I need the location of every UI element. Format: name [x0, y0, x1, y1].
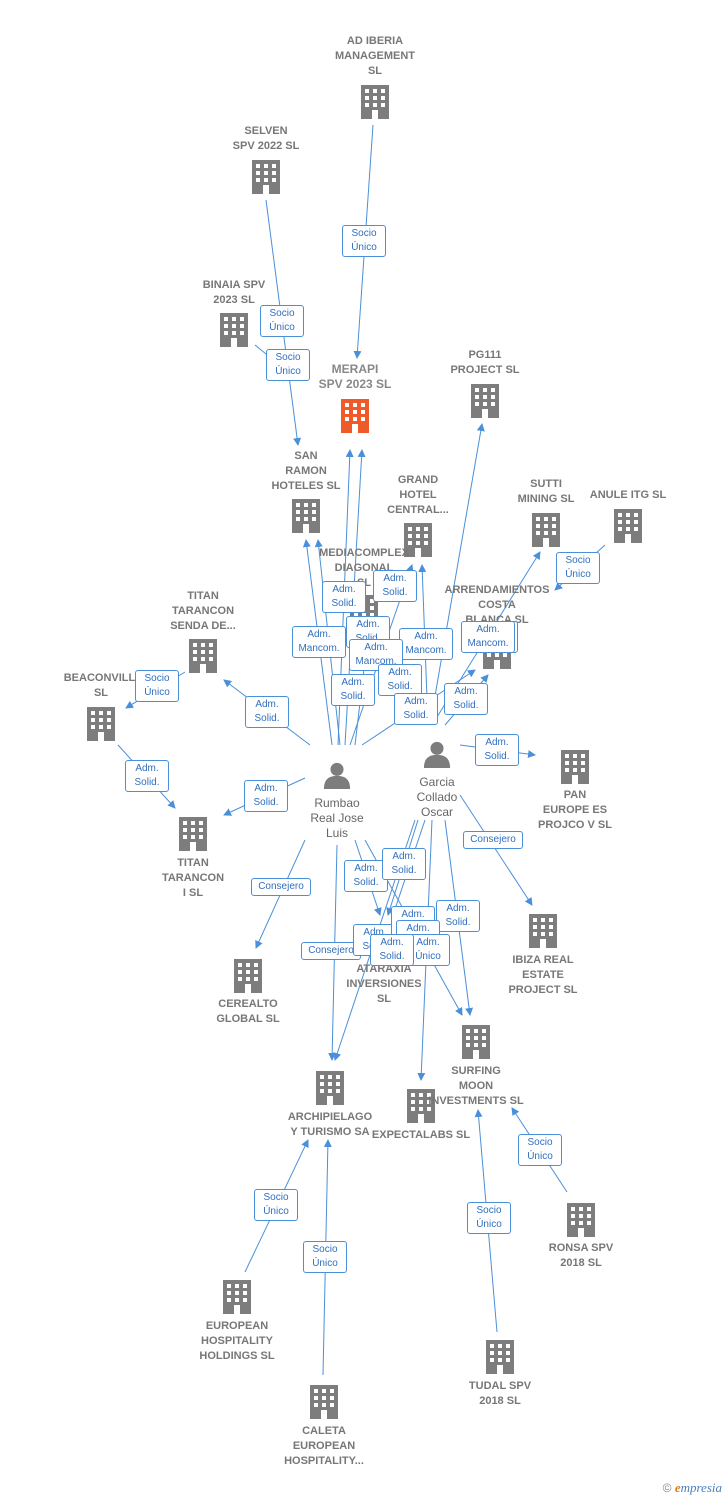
relation-badge[interactable]: Adm. Solid.: [475, 734, 519, 766]
ronsa-building-icon[interactable]: [567, 1203, 595, 1237]
merapi-building-icon[interactable]: [341, 399, 369, 433]
titan-tarancon-senda-label[interactable]: TITAN TARANCON SENDA DE...: [170, 590, 236, 632]
caleta-label[interactable]: CALETA EUROPEAN HOSPITALITY...: [284, 1425, 364, 1467]
anule-building-icon[interactable]: [614, 509, 642, 543]
cerealto-building-icon[interactable]: [234, 959, 262, 993]
relation-badge[interactable]: Adm. Solid.: [373, 570, 417, 602]
archipielago-label[interactable]: ARCHIPIELAGO Y TURISMO SA: [287, 1111, 373, 1138]
ibiza-label[interactable]: IBIZA REAL ESTATE PROJECT SL: [508, 954, 578, 996]
beaconvilli-building-icon[interactable]: [87, 707, 115, 741]
copyright-symbol: ©: [662, 1481, 672, 1495]
ad-iberia-building-icon[interactable]: [361, 85, 389, 119]
binaia-label[interactable]: BINAIA SPV 2023 SL: [202, 279, 266, 306]
relation-badge[interactable]: Consejero: [463, 831, 523, 849]
edge-layer: [117, 124, 606, 1376]
titan-tarancon-senda-building-icon[interactable]: [189, 639, 217, 673]
relation-badge[interactable]: Adm. Solid.: [331, 674, 375, 706]
relation-badge[interactable]: Adm. Solid.: [378, 664, 422, 696]
relation-badge[interactable]: Adm. Solid.: [244, 780, 288, 812]
pan-europe-label[interactable]: PAN EUROPE ES PROJCO V SL: [538, 789, 612, 831]
relation-badge[interactable]: Adm. Solid.: [125, 760, 169, 792]
relation-badge[interactable]: Socio Único: [342, 225, 386, 257]
relation-badge[interactable]: Adm. Mancom.: [399, 628, 453, 660]
ad-iberia-label[interactable]: AD IBERIA MANAGEMENT SL: [334, 35, 416, 77]
relation-badge[interactable]: Socio Único: [303, 1241, 347, 1273]
relation-badge[interactable]: Adm. Solid.: [436, 900, 480, 932]
relation-badge[interactable]: Adm. Mancom.: [292, 626, 346, 658]
surfing-building-icon[interactable]: [462, 1025, 490, 1059]
ibiza-building-icon[interactable]: [529, 914, 557, 948]
pg111-building-icon[interactable]: [471, 384, 499, 418]
binaia-building-icon[interactable]: [220, 313, 248, 347]
sutti-building-icon[interactable]: [532, 513, 560, 547]
surfing-label[interactable]: SURFING MOON INVESTMENTS SL: [428, 1065, 524, 1107]
grand-hotel-label[interactable]: GRAND HOTEL CENTRAL...: [387, 474, 449, 516]
relation-badge[interactable]: Socio Único: [260, 305, 304, 337]
edge-garcia-to-ibiza: [459, 794, 533, 906]
merapi-label[interactable]: MERAPI SPV 2023 SL: [318, 362, 392, 391]
archipielago-building-icon[interactable]: [316, 1071, 344, 1105]
tudal-building-icon[interactable]: [486, 1340, 514, 1374]
ataraxia-label[interactable]: ATARAXIA INVERSIONES SL: [346, 963, 422, 1005]
relation-badge[interactable]: Adm. Mancom.: [461, 621, 515, 653]
relation-badge[interactable]: Adm. Mancom.: [349, 639, 403, 671]
titan-tarancon-i-label[interactable]: TITAN TARANCON I SL: [161, 857, 225, 899]
beaconvilli-label[interactable]: BEACONVILLI SL: [63, 672, 139, 699]
relation-badge[interactable]: Adm. Solid.: [444, 683, 488, 715]
anule-label[interactable]: ANULE ITG SL: [589, 489, 667, 501]
european-hospitality-building-icon[interactable]: [223, 1280, 251, 1314]
relation-badge[interactable]: Adm. Solid.: [322, 581, 366, 613]
selven-building-icon[interactable]: [252, 160, 280, 194]
garcia-label[interactable]: Garcia Collado Oscar: [416, 775, 458, 819]
pan-europe-building-icon[interactable]: [561, 750, 589, 784]
relation-badge[interactable]: Consejero: [251, 878, 311, 896]
cerealto-label[interactable]: CEREALTO GLOBAL SL: [216, 998, 280, 1025]
san-ramon-building-icon[interactable]: [292, 499, 320, 533]
brand-logo: empresia: [674, 1480, 722, 1495]
rumbao-person-icon[interactable]: [323, 762, 351, 789]
san-ramon-label[interactable]: SAN RAMON HOTELES SL: [271, 450, 341, 492]
relation-badge[interactable]: Socio Único: [518, 1134, 562, 1166]
relation-badge[interactable]: Socio Único: [266, 349, 310, 381]
selven-label[interactable]: SELVEN SPV 2022 SL: [232, 125, 300, 152]
relation-badge[interactable]: Adm. Solid.: [382, 848, 426, 880]
relation-badge[interactable]: Adm. Solid.: [245, 696, 289, 728]
relation-badge[interactable]: Adm. Solid.: [370, 934, 414, 966]
relation-badge[interactable]: Socio Único: [467, 1202, 511, 1234]
footer-brand: © empresia: [663, 1480, 722, 1496]
relation-badge[interactable]: Socio Único: [135, 670, 179, 702]
relation-badge[interactable]: Socio Único: [556, 552, 600, 584]
relation-badge[interactable]: Adm. Solid.: [394, 693, 438, 725]
titan-tarancon-i-building-icon[interactable]: [179, 817, 207, 851]
sutti-label[interactable]: SUTTI MINING SL: [517, 478, 575, 505]
garcia-person-icon[interactable]: [423, 741, 451, 768]
ronsa-label[interactable]: RONSA SPV 2018 SL: [548, 1242, 614, 1269]
relation-badge[interactable]: Socio Único: [254, 1189, 298, 1221]
edge-garcia-to-pg111: [429, 423, 485, 726]
expectalabs-label[interactable]: EXPECTALABS SL: [371, 1129, 471, 1141]
relation-badge[interactable]: Consejero: [301, 942, 361, 960]
tudal-label[interactable]: TUDAL SPV 2018 SL: [468, 1380, 532, 1407]
pg111-label[interactable]: PG111 PROJECT SL: [450, 349, 520, 376]
rumbao-label[interactable]: Rumbao Real Jose Luis: [310, 796, 364, 840]
caleta-building-icon[interactable]: [310, 1385, 338, 1419]
european-hospitality-label[interactable]: EUROPEAN HOSPITALITY HOLDINGS SL: [199, 1320, 275, 1362]
